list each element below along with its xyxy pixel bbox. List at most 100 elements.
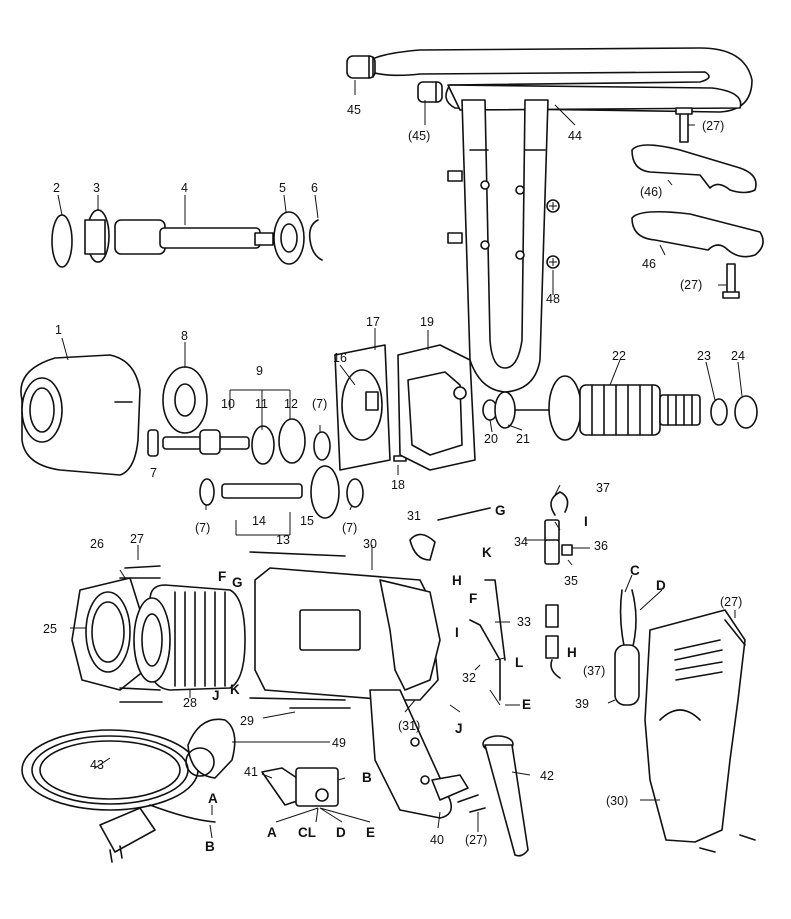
label-20: 20	[484, 432, 498, 446]
label-27a: (27)	[702, 119, 724, 133]
label-26: 26	[90, 537, 104, 551]
capacitor-icon	[185, 718, 236, 779]
label-19: 19	[420, 315, 434, 329]
label-30b: (30)	[606, 794, 628, 808]
label-39: 39	[575, 697, 589, 711]
label-7c: (7)	[342, 521, 357, 535]
label-i2: I	[455, 625, 459, 640]
label-5: 5	[279, 181, 286, 195]
gear-case-icon	[20, 354, 141, 476]
label-43: 43	[90, 758, 104, 772]
label-h2: H	[567, 645, 577, 660]
rear-handle-icon	[644, 609, 756, 853]
label-k2: K	[230, 682, 240, 697]
label-34: 34	[514, 535, 528, 549]
label-22: 22	[612, 349, 626, 363]
label-27d: (27)	[720, 595, 742, 609]
label-37b: (37)	[583, 664, 605, 678]
label-k1: K	[482, 545, 492, 560]
label-b2: B	[205, 839, 215, 854]
screw-icon	[119, 551, 351, 709]
label-27b: (27)	[680, 278, 702, 292]
label-45: 45	[347, 103, 361, 117]
part-labels: 45 (45) 44 (27) (46) 46 (27) 48 2 3 4 5 …	[43, 103, 745, 854]
label-10: 10	[221, 397, 235, 411]
label-29: 29	[240, 714, 254, 728]
label-11: 11	[255, 397, 268, 411]
label-9: 9	[256, 364, 263, 378]
label-28: 28	[183, 696, 197, 710]
label-31: 31	[407, 509, 421, 523]
label-44: 44	[568, 129, 582, 143]
label-l: L	[515, 655, 523, 670]
label-15: 15	[300, 514, 314, 528]
label-b1: B	[362, 770, 372, 785]
label-31b: (31)	[398, 719, 420, 733]
label-21: 21	[516, 432, 530, 446]
label-e2: E	[366, 825, 375, 840]
suppressor-icon	[614, 589, 640, 706]
label-23: 23	[697, 349, 711, 363]
label-7: 7	[150, 466, 157, 480]
label-8: 8	[181, 329, 188, 343]
label-35: 35	[564, 574, 578, 588]
label-7b: (7)	[195, 521, 210, 535]
label-1: 1	[55, 323, 62, 337]
label-30: 30	[363, 537, 377, 551]
label-12: 12	[284, 397, 298, 411]
label-j2: J	[455, 721, 463, 736]
label-3: 3	[93, 181, 100, 195]
label-a2: A	[267, 825, 277, 840]
label-27c: 27	[130, 532, 144, 546]
brush-cap-icon	[431, 774, 486, 813]
power-cord-icon	[21, 729, 216, 863]
label-i1: I	[584, 514, 588, 529]
field-stator-icon	[133, 584, 246, 691]
label-16: 16	[333, 351, 347, 365]
spindle-icon	[51, 209, 323, 268]
label-g2: G	[232, 575, 243, 590]
leader-lines	[57, 80, 743, 839]
label-e1: E	[522, 697, 531, 712]
label-46: 46	[642, 257, 656, 271]
handle-clamp-icon	[631, 107, 764, 299]
label-32: 32	[462, 671, 476, 685]
side-handle-icon	[363, 47, 753, 393]
label-48: 48	[546, 292, 560, 306]
label-a1: A	[208, 791, 218, 806]
label-37: 37	[596, 481, 610, 495]
chuck-key-icon	[482, 735, 529, 857]
label-18: 18	[391, 478, 405, 492]
label-45b: (45)	[408, 129, 430, 143]
label-f2: F	[469, 591, 477, 606]
label-36: 36	[594, 539, 608, 553]
label-6: 6	[311, 181, 318, 195]
label-17: 17	[366, 315, 380, 329]
label-42: 42	[540, 769, 554, 783]
label-cl: CL	[298, 825, 316, 840]
label-46b: (46)	[640, 185, 662, 199]
label-13: 13	[276, 533, 290, 547]
label-d1: D	[656, 578, 666, 593]
label-2: 2	[53, 181, 60, 195]
bearing-housing-icon	[397, 344, 476, 471]
label-c1: C	[630, 563, 640, 578]
label-f1: F	[218, 569, 226, 584]
label-24: 24	[731, 349, 745, 363]
label-25: 25	[43, 622, 57, 636]
label-49: 49	[332, 736, 346, 750]
label-27e: (27)	[465, 833, 487, 847]
handle-cap-icon	[346, 55, 443, 103]
label-4: 4	[181, 181, 188, 195]
label-g1: G	[495, 503, 506, 518]
trigger-switch-icon	[261, 767, 339, 807]
motor-housing-icon	[254, 567, 453, 819]
baffle-icon	[71, 577, 146, 691]
label-h1: H	[452, 573, 462, 588]
label-33: 33	[517, 615, 531, 629]
label-j1: J	[212, 688, 220, 703]
gear-icon	[147, 366, 364, 519]
brush-holder-icon	[409, 491, 573, 701]
